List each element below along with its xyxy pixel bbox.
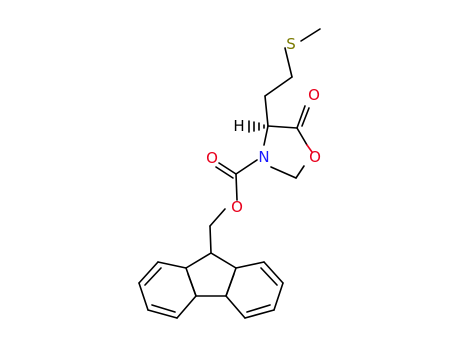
methylthio-chain (264, 28, 321, 127)
hashed-wedge-bond (248, 120, 265, 133)
ester-oxygen-label: O (231, 198, 243, 216)
carbamate-group (209, 159, 258, 227)
carbamate-carbonyl-oxygen-label: O (206, 149, 218, 167)
ring-oxygen-label: O (309, 148, 321, 166)
stereo-hydrogen-label: H (233, 117, 244, 135)
right-benzene-ring (225, 261, 284, 319)
left-benzene-ring (138, 261, 197, 319)
sulfur-atom-label: S (286, 35, 296, 53)
oxazolidinone-ring (263, 105, 313, 179)
nitrogen-atom-label: N (258, 148, 269, 166)
methylene-link (209, 225, 212, 254)
atom-labels: S O H N O O O (206, 35, 321, 216)
ring-carbonyl-oxygen-label: O (308, 86, 320, 104)
